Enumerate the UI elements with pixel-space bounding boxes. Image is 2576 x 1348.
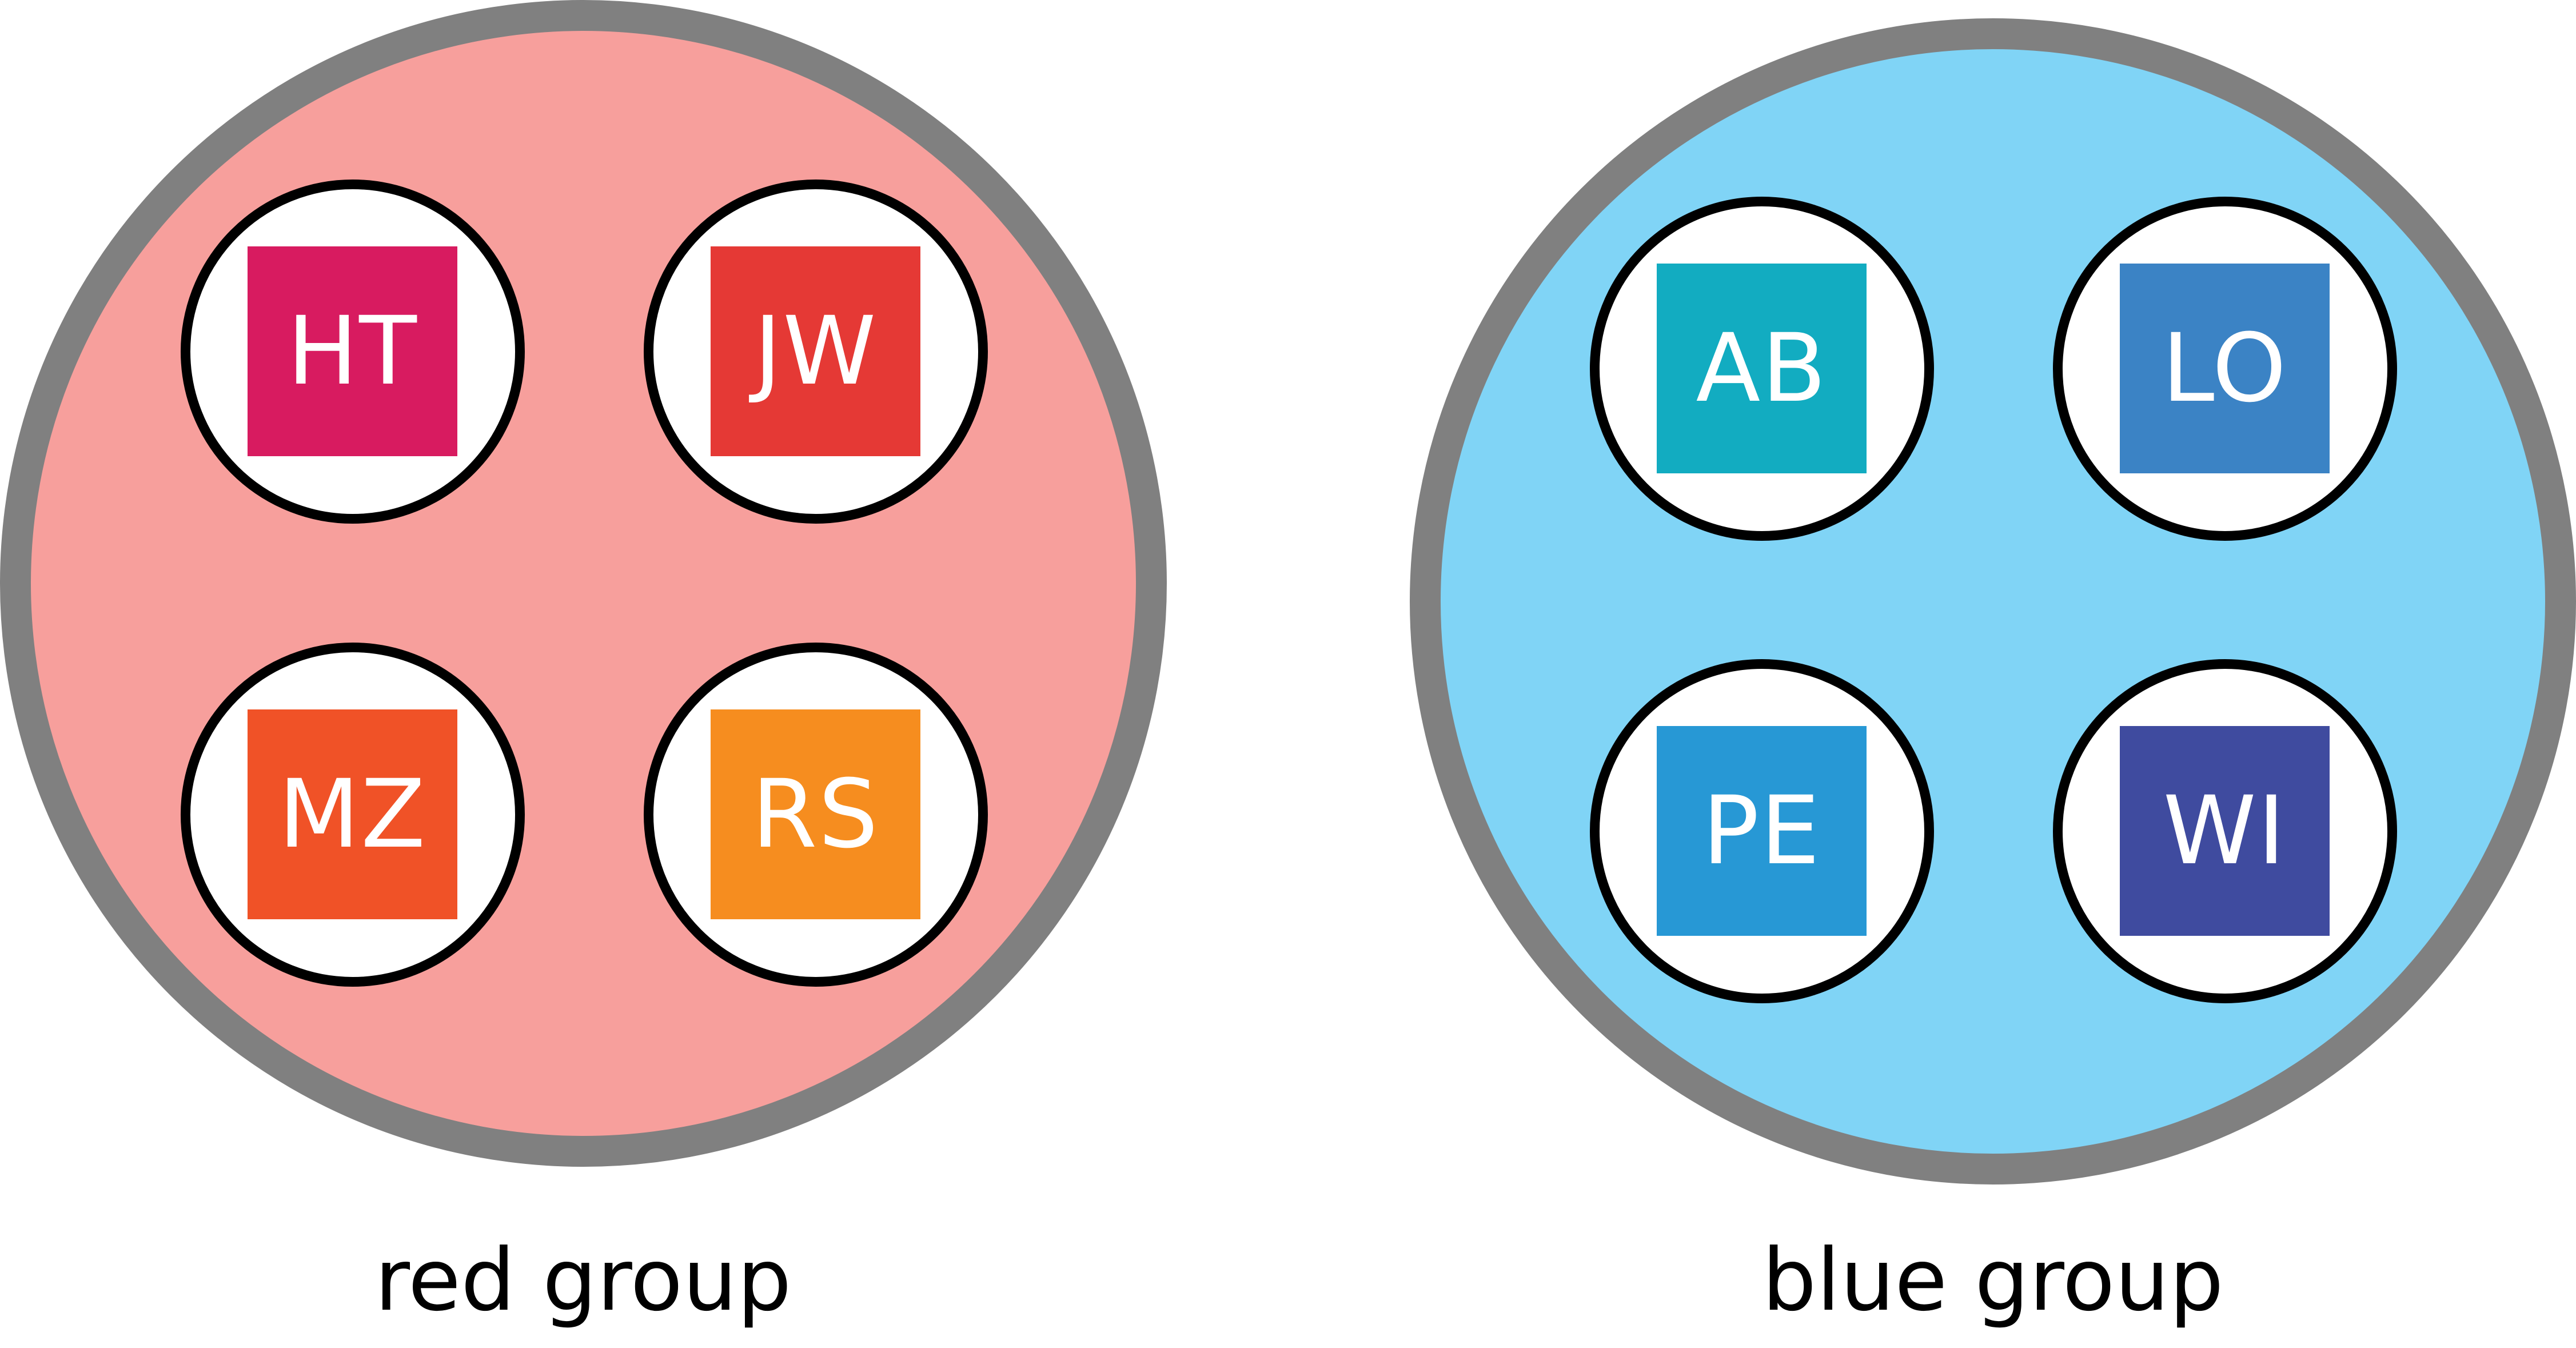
member-circle-lo: LO	[2053, 197, 2397, 541]
member-circle-jw: JW	[644, 180, 988, 524]
member-circle-ab: AB	[1590, 197, 1934, 541]
member-badge-ab: AB	[1657, 264, 1867, 473]
blue-group-label: blue group	[1762, 1231, 2224, 1330]
member-badge-jw: JW	[711, 246, 920, 456]
member-badge-wi: WI	[2120, 726, 2330, 936]
member-circle-pe: PE	[1590, 659, 1934, 1003]
member-circle-wi: WI	[2053, 659, 2397, 1003]
member-badge-rs: RS	[711, 709, 920, 919]
blue-group-circle	[1410, 18, 2576, 1185]
member-circle-rs: RS	[644, 643, 988, 987]
member-badge-lo: LO	[2120, 264, 2330, 473]
member-badge-ht: HT	[248, 246, 457, 456]
red-group-circle	[0, 0, 1167, 1167]
member-circle-mz: MZ	[181, 643, 525, 987]
red-group-label: red group	[374, 1231, 792, 1330]
member-circle-ht: HT	[181, 180, 525, 524]
member-badge-mz: MZ	[248, 709, 457, 919]
member-badge-pe: PE	[1657, 726, 1867, 936]
